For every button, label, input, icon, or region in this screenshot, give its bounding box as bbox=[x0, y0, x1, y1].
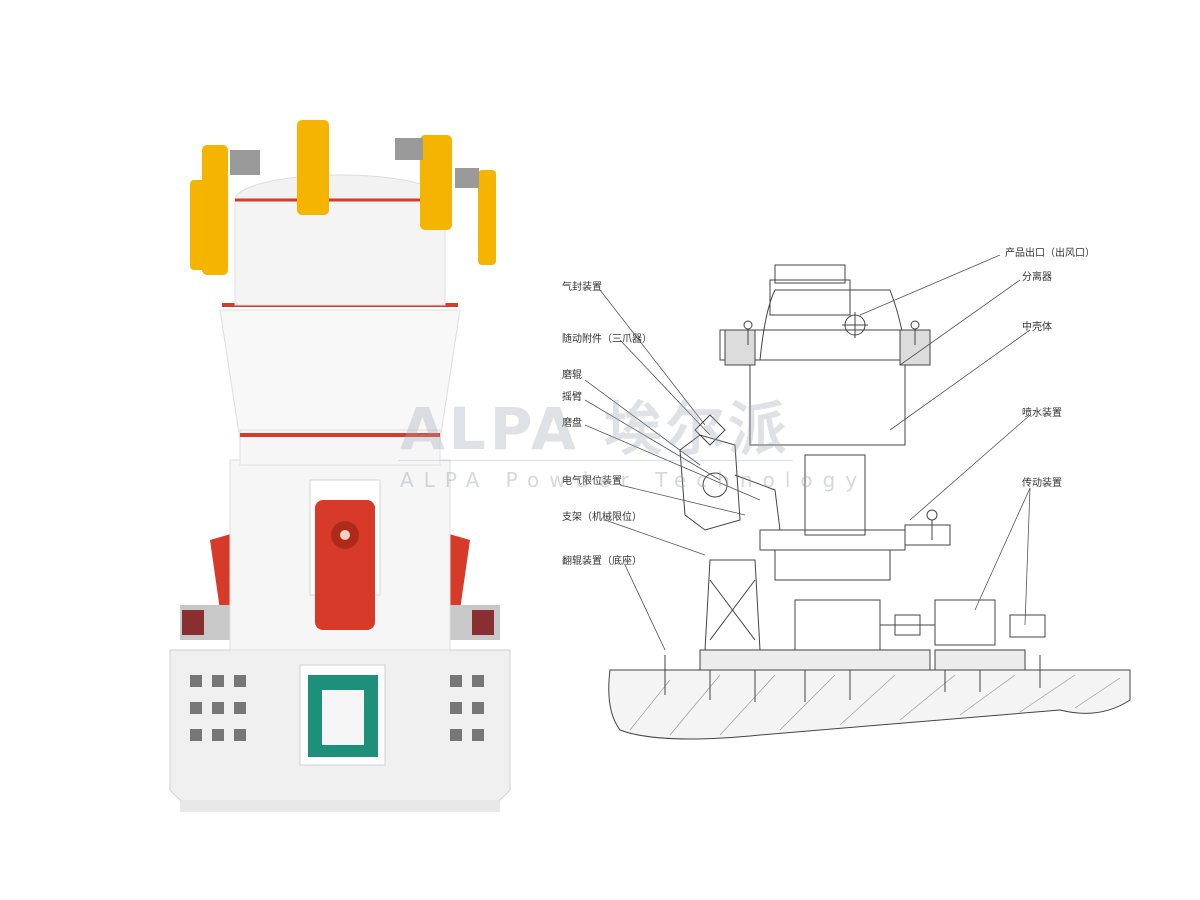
label-middle-shell: 中壳体 bbox=[1022, 322, 1052, 333]
label-grinding-table: 磨盘 bbox=[562, 418, 582, 429]
technical-diagram: 产品出口（出风口） 分离器 中壳体 喷水装置 传动装置 气封装置 随动附件（三爪… bbox=[560, 230, 1180, 750]
product-photo bbox=[150, 110, 530, 820]
label-follower: 随动附件（三爪器） bbox=[562, 334, 652, 345]
mill-cross-section-drawing bbox=[584, 254, 1131, 740]
label-product-outlet: 产品出口（出风口） bbox=[1005, 248, 1095, 259]
label-electric-limit: 电气限位装置 bbox=[562, 476, 622, 487]
label-bracket: 支架（机械限位） bbox=[562, 512, 642, 523]
label-roller: 磨辊 bbox=[562, 370, 582, 381]
watermark-divider bbox=[398, 460, 793, 461]
vertical-mill-illustration bbox=[169, 120, 511, 812]
label-drive-unit: 传动装置 bbox=[1022, 478, 1062, 489]
watermark-subtitle: ALPA Powder Technology bbox=[400, 468, 868, 492]
watermark-logo: ALPA 埃尔派 bbox=[400, 395, 791, 463]
label-air-seal: 气封装置 bbox=[562, 282, 602, 293]
label-water-spray: 喷水装置 bbox=[1022, 408, 1062, 419]
label-separator: 分离器 bbox=[1022, 272, 1052, 283]
label-rocker-arm: 摇臂 bbox=[562, 392, 582, 403]
label-roller-turning: 翻辊装置（底座） bbox=[562, 556, 642, 567]
